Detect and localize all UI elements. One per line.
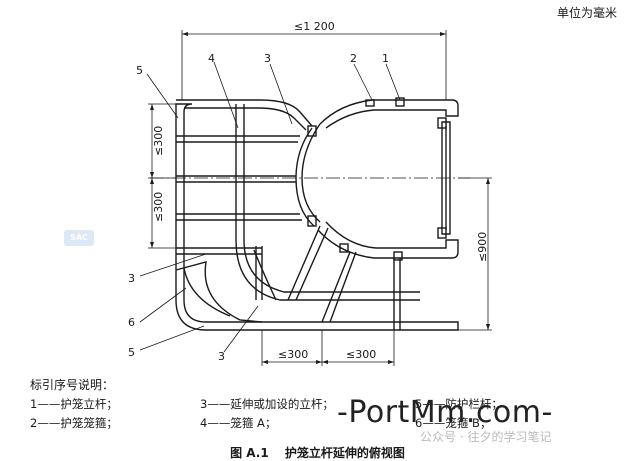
guardrail-top-bar xyxy=(176,99,313,127)
legend-item-3: 3——延伸或加设的立杆； xyxy=(200,397,334,411)
legend-title: 标引序号说明： xyxy=(30,378,115,392)
callout-2: 2 xyxy=(350,52,357,65)
legend-item-5: 5——防护栏杆； xyxy=(415,397,503,411)
legend-item-1: 1——护笼立杆； xyxy=(30,397,118,411)
callout-3-top: 3 xyxy=(264,52,271,65)
callout-1: 1 xyxy=(382,52,389,65)
unit-label: 单位为毫米 xyxy=(556,6,617,20)
dim-bottom-left: ≤300 xyxy=(278,348,308,361)
watermark-sub: 公众号 · 往夕的学习笔记 xyxy=(420,430,552,444)
legend-item-4: 4——笼箍 A； xyxy=(200,416,277,430)
callout-6: 6 xyxy=(128,316,135,329)
watermark-main: -PortMm.com- xyxy=(337,395,553,430)
dim-left-lower: ≤300 xyxy=(152,192,165,222)
cage-top-view-drawing: ≤1 200 ≤300 ≤300 ≤900 ≤300 ≤300 1 2 3 4 … xyxy=(128,20,492,366)
cage-door xyxy=(441,121,451,235)
callout-5-bottom: 5 xyxy=(128,346,135,359)
callout-3-bottom: 3 xyxy=(218,350,225,363)
sac-logo: SAC xyxy=(64,230,94,246)
hoop-b xyxy=(175,261,263,323)
dim-top-width: ≤1 200 xyxy=(294,20,335,33)
figure-title: 护笼立杆延伸的俯视图 xyxy=(284,446,405,460)
guardrail-outline xyxy=(175,103,459,331)
callout-4: 4 xyxy=(208,52,215,65)
figure-number: 图 A.1 xyxy=(230,446,269,460)
figure-caption: 图 A.1 护笼立杆延伸的俯视图 xyxy=(0,444,635,461)
legend-item-6: 6——笼箍 B； xyxy=(415,416,492,430)
legend-item-2: 2——护笼笼箍； xyxy=(30,416,118,430)
dim-left-upper: ≤300 xyxy=(152,126,165,156)
callout-5-top: 5 xyxy=(136,64,143,77)
dim-bottom-right: ≤300 xyxy=(346,348,376,361)
dim-right-height: ≤900 xyxy=(476,232,489,262)
hoop-a xyxy=(235,104,420,301)
callout-3-left: 3 xyxy=(128,272,135,285)
